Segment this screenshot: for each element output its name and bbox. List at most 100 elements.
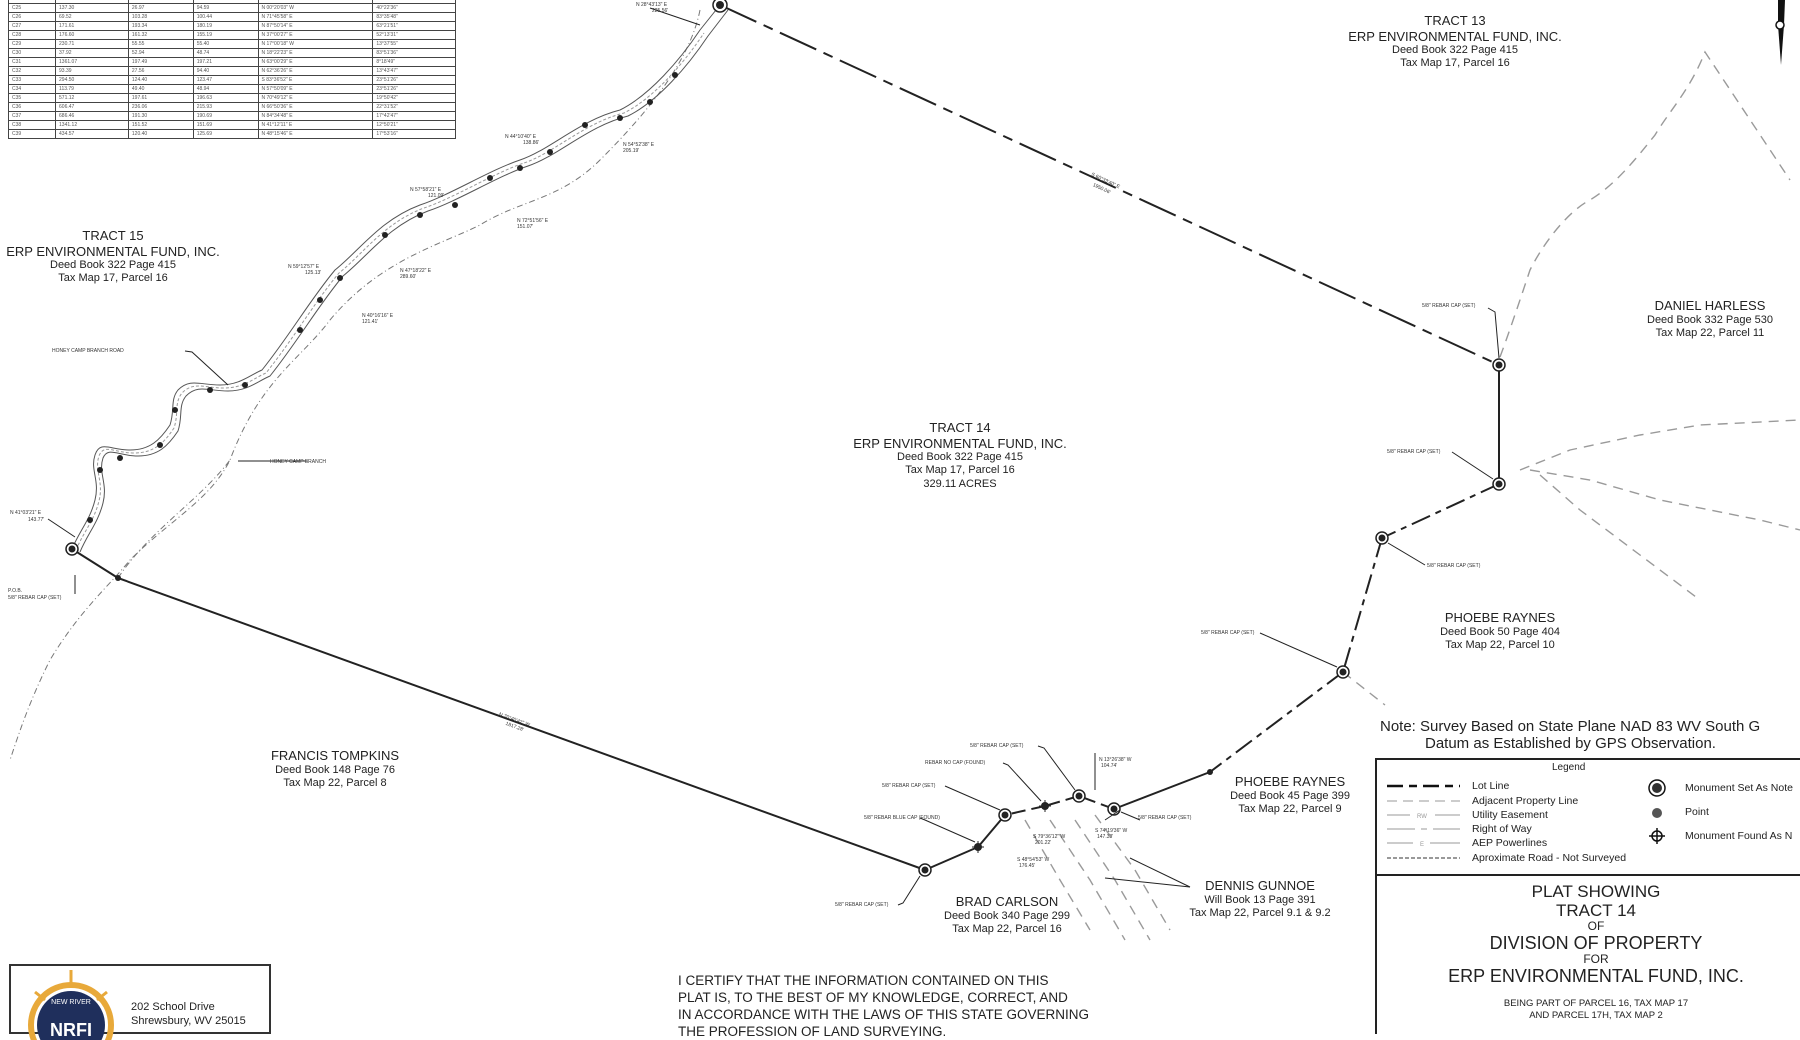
road-points xyxy=(87,72,678,523)
bearing-label: N 54°52'38" E xyxy=(623,142,655,148)
bearing-label: N 57°58'21" E xyxy=(410,187,442,193)
svg-text:RW: RW xyxy=(1417,814,1427,820)
branch-label: HONEY CAMP BRANCH xyxy=(270,459,326,465)
legend-aep-powerlines: AEP Powerlines xyxy=(1472,837,1548,849)
legend-right-of-way: Right of Way xyxy=(1472,823,1532,835)
owner-phoebe-raynes-9: PHOEBE RAYNES Deed Book 45 Page 399 Tax … xyxy=(1230,774,1350,815)
distance-label: 176.45' xyxy=(1019,863,1036,869)
distance-label: 147.33' xyxy=(1097,834,1114,840)
bearing-label: N 72°51'56" E xyxy=(517,218,549,224)
svg-text:NEW RIVER: NEW RIVER xyxy=(51,999,91,1006)
curve-table: C24232.10173.13168.83N 13°51'36" E69°56'… xyxy=(7,0,456,139)
bearing-label: S 48°54'53" W xyxy=(1017,857,1050,863)
rebar-blue-label: 5/8" REBAR BLUE CAP (FOUND) xyxy=(864,815,940,821)
curve-table-cell: 17°53'16" xyxy=(372,129,456,139)
distance-label: 121.09' xyxy=(428,193,445,199)
curve-table-cell: 434.57 xyxy=(55,129,129,139)
rebar-label: 5/8" REBAR CAP (SET) xyxy=(1201,630,1255,636)
road-label: HONEY CAMP BRANCH ROAD xyxy=(52,348,124,354)
bearing-label: N 13°26'38" W xyxy=(1099,757,1132,763)
distance-label: 125.13' xyxy=(305,270,322,276)
leader-lines xyxy=(47,7,1500,906)
rebar-no-cap-label: REBAR NO CAP (FOUND) xyxy=(925,760,986,766)
legend-title: Legend xyxy=(1552,762,1586,773)
company-address: 202 School Drive Shrewsbury, WV 25015 xyxy=(131,1001,246,1027)
company-info-box: NEW RIVER NRFI 202 School Drive Shrewsbu… xyxy=(9,964,271,1040)
owner-phoebe-raynes-10: PHOEBE RAYNES Deed Book 50 Page 404 Tax … xyxy=(1440,610,1560,651)
bearing-label: N 44°10'40" E xyxy=(505,134,537,140)
monument-set-icon xyxy=(998,808,1012,822)
distance-label: 121.41' xyxy=(362,319,379,325)
distance-label: 151.07' xyxy=(517,224,534,230)
legend: Legend RW E Lot Line Adjacent Property L… xyxy=(1375,758,1800,876)
monument-set-icon xyxy=(1107,802,1121,816)
legend-point: Point xyxy=(1685,806,1709,818)
monument-set-icon xyxy=(65,542,79,556)
rebar-label: 5/8" REBAR CAP (SET) xyxy=(1387,449,1441,455)
honey-camp-branch-line xyxy=(9,9,701,761)
monument-found-icon xyxy=(1649,828,1665,844)
distance-label: 138.86' xyxy=(523,140,540,146)
legend-adjacent-line: Adjacent Property Line xyxy=(1472,795,1579,807)
distance-label: 104.74' xyxy=(1101,763,1118,769)
bearing-label: N 47°18'22" E xyxy=(400,268,432,274)
rebar-label: 5/8" REBAR CAP (SET) xyxy=(1422,303,1476,309)
bearing-label: N 28°43'13" E xyxy=(636,2,668,8)
bearing-label: N 41°03'21" E xyxy=(10,510,42,516)
pob-rebar-label: 5/8" REBAR CAP (SET) xyxy=(8,595,62,601)
bearing-label: S 79°36'12" W xyxy=(1033,834,1066,840)
distance-label: 289.60' xyxy=(400,274,417,280)
monument-found-icon xyxy=(1039,800,1051,812)
rebar-label: 5/8" REBAR CAP (SET) xyxy=(882,783,936,789)
legend-symbol-samples xyxy=(1648,779,1666,844)
distance-label: 201.22' xyxy=(1035,840,1052,846)
owner-francis-tompkins: FRANCIS TOMPKINS Deed Book 148 Page 76 T… xyxy=(270,748,400,789)
certification-text: I CERTIFY THAT THE INFORMATION CONTAINED… xyxy=(678,973,1090,1039)
bearing-label: N 40°16'16" E xyxy=(362,313,394,319)
title-block: PLAT SHOWING TRACT 14 OF DIVISION OF PRO… xyxy=(1375,874,1800,1034)
curve-table-cell: N 48°15'46" E xyxy=(257,129,374,139)
monument-found-icon xyxy=(972,841,984,853)
owner-dennis-gunnoe: DENNIS GUNNOE Will Book 13 Page 391 Tax … xyxy=(1189,878,1331,919)
north-arrow-icon xyxy=(1775,0,1785,65)
owner-daniel-harless: DANIEL HARLESS Deed Book 332 Page 530 Ta… xyxy=(1647,298,1773,339)
pob-label: P.O.B. xyxy=(8,588,23,594)
distance-label: 143.77' xyxy=(28,517,45,523)
legend-lot-line: Lot Line xyxy=(1472,780,1510,792)
svg-text:NRFI: NRFI xyxy=(50,1020,92,1040)
point-icon xyxy=(1207,769,1213,775)
company-logo: NEW RIVER NRFI xyxy=(28,970,114,1040)
monument-set-icon xyxy=(918,863,932,877)
lot-lines xyxy=(71,4,1500,871)
owner-tract-14: TRACT 14 ERP ENVIRONMENTAL FUND, INC. De… xyxy=(853,420,1067,490)
distance-label: 225.56' xyxy=(652,8,669,14)
bearing-label: N 59°12'57" E xyxy=(288,264,320,270)
legend-monument-set: Monument Set As Note xyxy=(1685,782,1793,794)
monument-set-icon xyxy=(1072,789,1086,803)
legend-approx-road: Aproximate Road - Not Surveyed xyxy=(1472,852,1627,864)
honey-camp-branch-road xyxy=(71,4,729,553)
bearing-label: S 74°19'36" W xyxy=(1095,828,1128,834)
rebar-label: 5/8" REBAR CAP (SET) xyxy=(970,743,1024,749)
adjacent-property-lines xyxy=(1024,50,1800,941)
owner-tract-13: TRACT 13 ERP ENVIRONMENTAL FUND, INC. De… xyxy=(1348,13,1562,70)
monument-set-icon xyxy=(1492,477,1506,491)
monument-set-icon xyxy=(1375,531,1389,545)
monument-set-icon xyxy=(1336,665,1350,679)
rebar-label: 5/8" REBAR CAP (SET) xyxy=(1427,563,1481,569)
point-icon xyxy=(115,575,121,581)
owner-brad-carlson: BRAD CARLSON Deed Book 340 Page 299 Tax … xyxy=(944,894,1070,935)
rebar-label: 5/8" REBAR CAP (SET) xyxy=(1138,815,1192,821)
survey-note: Note: Survey Based on State Plane NAD 83… xyxy=(1380,718,1761,752)
monument-set-icon xyxy=(1492,358,1506,372)
monument-set-icon xyxy=(712,0,728,13)
monuments xyxy=(65,0,1506,877)
distance-label: 205.19' xyxy=(623,148,640,154)
